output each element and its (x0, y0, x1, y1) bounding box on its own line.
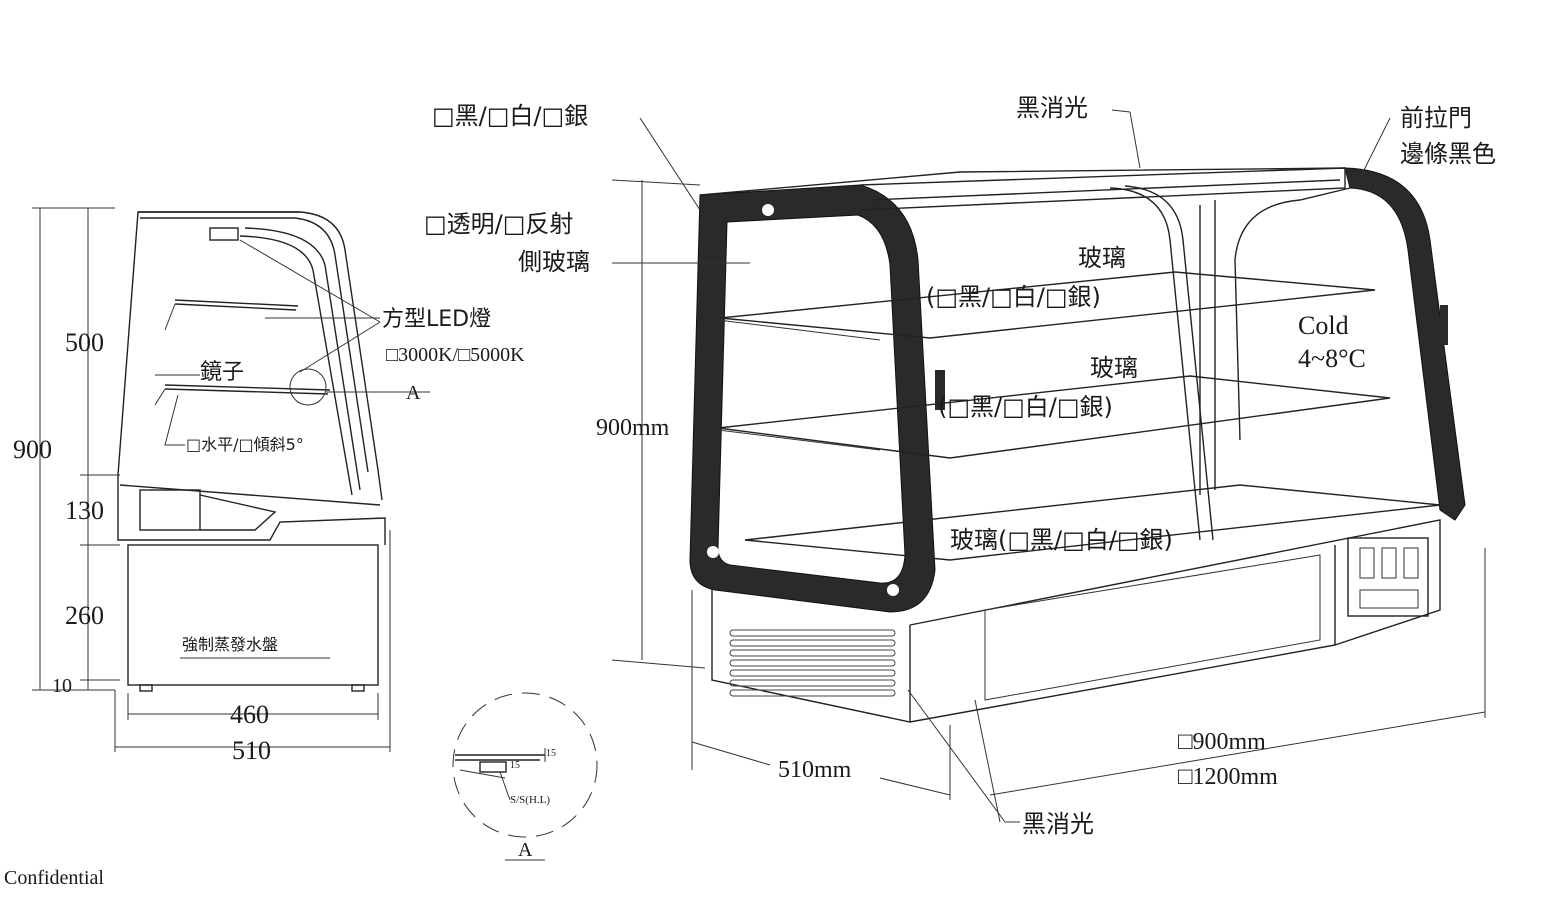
door-trim-line2: 邊條黑色 (1400, 140, 1496, 168)
base-finish-label: 黑消光 (1022, 810, 1094, 838)
led-label: 方型LED燈 (382, 307, 492, 332)
dim-260: 260 (65, 601, 104, 630)
dim-130: 130 (65, 496, 104, 525)
height-dim: 900mm (596, 415, 670, 441)
dim-500: 500 (65, 328, 104, 357)
temperature-mode: Cold (1298, 311, 1349, 340)
upper-shelf-frame-options: (□黑/□白/□銀) (926, 283, 1101, 311)
confidential-footer: Confidential (4, 867, 104, 889)
detail-a-drawing (452, 692, 598, 861)
temperature-range: 4~8°C (1298, 344, 1366, 373)
mirror-label: 鏡子 (200, 360, 245, 385)
dim-460: 460 (230, 700, 269, 729)
side-glass-label: 側玻璃 (518, 248, 590, 276)
width-option-900: □900mm (1178, 729, 1266, 755)
bottom-shelf-label: 玻璃(□黑/□白/□銀) (950, 526, 1173, 554)
dim-510: 510 (232, 736, 271, 765)
shelf-angle-label: □水平/□傾斜5° (186, 435, 304, 454)
upper-shelf-glass-label: 玻璃 (1078, 244, 1126, 272)
frame-color-options: □黑/□白/□銀 (432, 102, 589, 130)
led-options: □3000K/□5000K (386, 344, 525, 366)
middle-shelf-frame-options: (□黑/□白/□銀) (938, 393, 1113, 421)
detail-dim-b: 15 (510, 760, 520, 771)
width-option-1200: □1200mm (1178, 764, 1278, 790)
section-marker: A (406, 382, 421, 404)
top-finish-label: 黑消光 (1016, 94, 1088, 122)
dim-10: 10 (52, 675, 72, 697)
dim-900: 900 (13, 435, 52, 464)
door-trim-line1: 前拉門 (1400, 104, 1472, 132)
middle-shelf-glass-label: 玻璃 (1090, 354, 1138, 382)
side-view-drawing (32, 207, 430, 752)
detail-title: A (518, 839, 533, 861)
drip-tray-label: 強制蒸發水盤 (182, 635, 279, 654)
detail-material: S/S(H.L) (510, 794, 551, 806)
vent-slots (729, 629, 896, 697)
detail-dim-a: 15 (546, 748, 556, 759)
side-glass-options: □透明/□反射 (424, 210, 574, 238)
iso-view-drawing (611, 109, 1486, 823)
depth-dim: 510mm (778, 757, 852, 783)
